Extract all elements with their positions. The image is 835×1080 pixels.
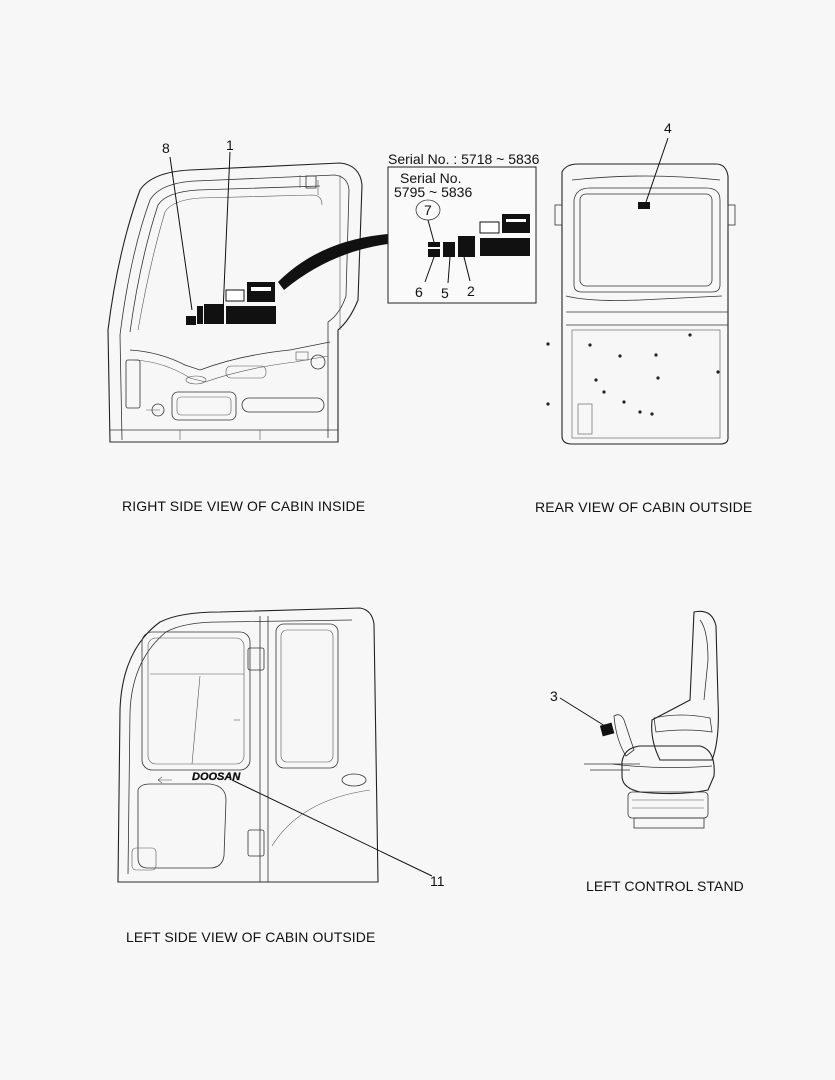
left-side-cabin-drawing: DOOSAN [117,607,379,883]
callout-3: 3 [550,688,558,704]
serial-inset-detail [387,166,537,304]
caption-right-side-view: RIGHT SIDE VIEW OF CABIN INSIDE [122,498,366,514]
leader-8 [169,156,193,311]
callout-8: 8 [162,140,170,156]
inset-serial-range: Serial No. : 5718 ~ 5836 [388,151,540,167]
caption-left-side-view: LEFT SIDE VIEW OF CABIN OUTSIDE [126,929,376,945]
callout-1: 1 [226,137,234,153]
right-side-cabin-drawing [107,162,388,443]
inset-serial-label: Serial No. [400,170,461,186]
callout-6: 6 [415,284,423,300]
caption-rear-view: REAR VIEW OF CABIN OUTSIDE [535,499,753,515]
doosan-logo-text: DOOSAN [192,771,241,783]
rear-rivets [546,333,720,416]
control-stand-drawing [584,610,719,829]
leader-11 [231,779,433,877]
inset-serial-sub-range: 5795 ~ 5836 [394,184,472,200]
leader-1 [222,151,231,313]
leader-4 [645,137,669,203]
callout-7: 7 [424,202,432,218]
inset-leader-wedge [278,234,388,290]
callout-4: 4 [664,120,672,136]
callout-5: 5 [441,285,449,301]
callout-2: 2 [467,283,475,299]
decal-cluster-cabin [186,282,276,325]
callout-11: 11 [430,873,445,889]
caption-control-stand: LEFT CONTROL STAND [586,878,744,894]
rear-cabin-drawing [546,163,736,445]
leader-3 [559,697,606,727]
